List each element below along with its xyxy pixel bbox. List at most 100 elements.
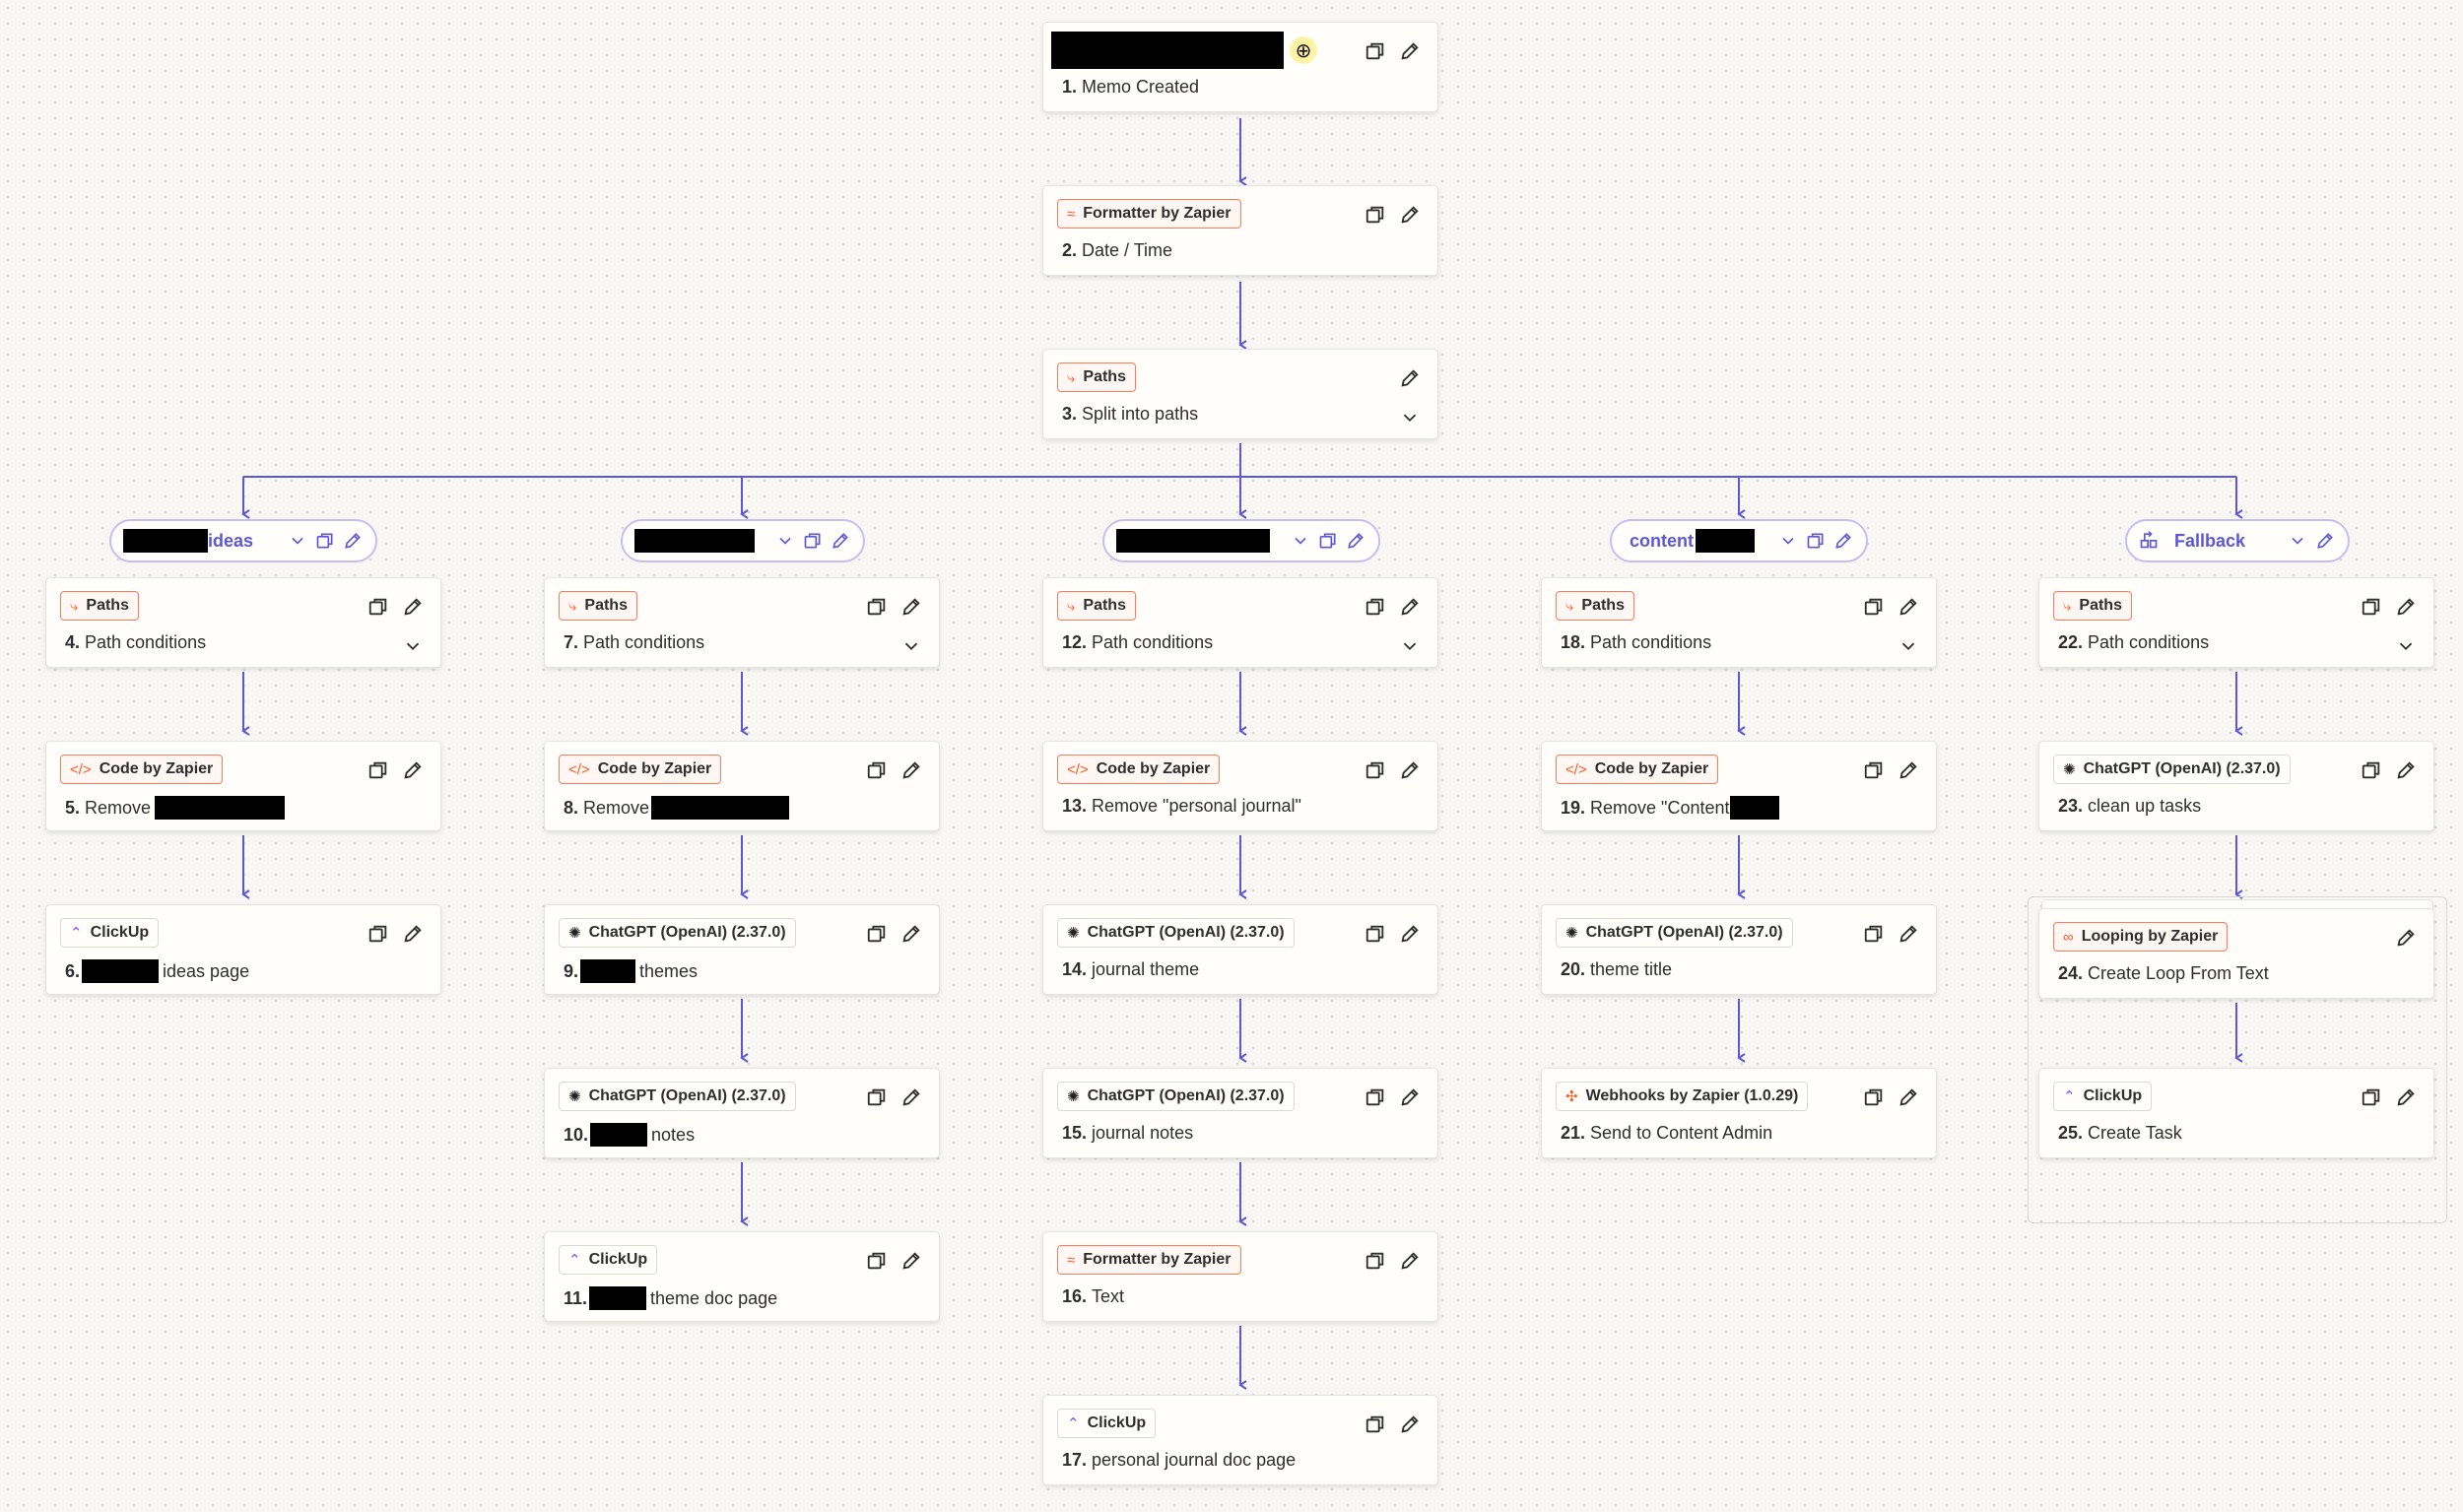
pencil-icon[interactable] xyxy=(1397,1412,1423,1437)
copy-icon[interactable] xyxy=(864,1085,890,1110)
copy-icon[interactable] xyxy=(2359,594,2384,620)
chevron-down-icon[interactable] xyxy=(1397,405,1423,430)
step-card-11[interactable]: ⌃ClickUp 11.theme doc page xyxy=(544,1231,940,1322)
pencil-icon[interactable] xyxy=(2393,594,2419,620)
copy-icon[interactable] xyxy=(864,594,890,620)
step-card-20[interactable]: ✺ChatGPT (OpenAI) (2.37.0) 20.theme titl… xyxy=(1541,904,1937,995)
copy-icon[interactable] xyxy=(314,530,336,552)
step-card-7[interactable]: ⤷Paths 7.Path conditions xyxy=(544,577,940,668)
path-pill-3[interactable] xyxy=(1102,519,1380,562)
step-card-2[interactable]: ≈Formatter by Zapier 2.Date / Time xyxy=(1042,185,1438,276)
step-card-18[interactable]: ⤷Paths 18.Path conditions xyxy=(1541,577,1937,668)
step-card-4[interactable]: ⤷Paths 4.Path conditions xyxy=(45,577,441,668)
copy-icon[interactable] xyxy=(864,757,890,783)
step-card-10[interactable]: ✺ChatGPT (OpenAI) (2.37.0) 10.notes xyxy=(544,1068,940,1158)
pencil-icon[interactable] xyxy=(400,757,426,783)
pencil-icon[interactable] xyxy=(342,530,364,552)
path-pill-2[interactable] xyxy=(621,519,865,562)
pencil-icon[interactable] xyxy=(1397,202,1423,228)
pencil-icon[interactable] xyxy=(1345,530,1366,552)
pencil-icon[interactable] xyxy=(1397,38,1423,64)
pencil-icon[interactable] xyxy=(1397,921,1423,947)
pencil-icon[interactable] xyxy=(899,921,924,947)
pencil-icon[interactable] xyxy=(1397,757,1423,783)
trigger-step-card[interactable]: ⊕ 1.Memo Created xyxy=(1042,22,1438,112)
chevron-down-icon[interactable] xyxy=(1397,633,1423,659)
pencil-icon[interactable] xyxy=(1832,530,1854,552)
copy-icon[interactable] xyxy=(2359,1085,2384,1110)
step-card-24[interactable]: ∞Looping by Zapier 24.Create Loop From T… xyxy=(2038,908,2434,999)
pencil-icon[interactable] xyxy=(899,594,924,620)
step-card-21[interactable]: ✣Webhooks by Zapier (1.0.29) 21.Send to … xyxy=(1541,1068,1937,1158)
step-card-16[interactable]: ≈Formatter by Zapier 16.Text xyxy=(1042,1231,1438,1322)
pencil-icon[interactable] xyxy=(1397,1248,1423,1274)
step-card-12[interactable]: ⤷Paths 12.Path conditions xyxy=(1042,577,1438,668)
pencil-icon[interactable] xyxy=(2393,925,2419,951)
step-card-13[interactable]: </>Code by Zapier 13.Remove "personal jo… xyxy=(1042,741,1438,831)
pencil-icon[interactable] xyxy=(400,921,426,947)
chevron-down-icon[interactable] xyxy=(1896,633,1921,659)
copy-icon[interactable] xyxy=(1363,38,1388,64)
copy-icon[interactable] xyxy=(1317,530,1339,552)
step-card-25[interactable]: ⌃ClickUp 25.Create Task xyxy=(2038,1068,2434,1158)
step-card-17[interactable]: ⌃ClickUp 17.personal journal doc page xyxy=(1042,1395,1438,1485)
step-card-9[interactable]: ✺ChatGPT (OpenAI) (2.37.0) 9.themes xyxy=(544,904,940,995)
pencil-icon[interactable] xyxy=(1896,757,1921,783)
step-card-19[interactable]: </>Code by Zapier 19.Remove "Content xyxy=(1541,741,1937,831)
copy-icon[interactable] xyxy=(2359,757,2384,783)
chevron-down-icon[interactable] xyxy=(1290,530,1311,552)
chevron-down-icon[interactable] xyxy=(899,633,924,659)
copy-icon[interactable] xyxy=(1861,921,1887,947)
pencil-icon[interactable] xyxy=(899,1248,924,1274)
copy-icon[interactable] xyxy=(1363,757,1388,783)
pencil-icon[interactable] xyxy=(899,757,924,783)
copy-icon[interactable] xyxy=(1363,202,1388,228)
pencil-icon[interactable] xyxy=(1896,921,1921,947)
copy-icon[interactable] xyxy=(1861,757,1887,783)
copy-icon[interactable] xyxy=(1363,1085,1388,1110)
pencil-icon[interactable] xyxy=(1397,594,1423,620)
app-badge: ✺ChatGPT (OpenAI) (2.37.0) xyxy=(1057,1082,1295,1111)
pencil-icon[interactable] xyxy=(830,530,851,552)
copy-icon[interactable] xyxy=(1805,530,1827,552)
chevron-down-icon[interactable] xyxy=(774,530,796,552)
step-card-5[interactable]: </>Code by Zapier 5.Remove xyxy=(45,741,441,831)
step-card-3[interactable]: ⤷Paths 3.Split into paths xyxy=(1042,349,1438,439)
copy-icon[interactable] xyxy=(1363,1248,1388,1274)
path-pill-fallback[interactable]: Fallback xyxy=(2125,519,2350,562)
copy-icon[interactable] xyxy=(1861,594,1887,620)
copy-icon[interactable] xyxy=(366,757,391,783)
pencil-icon[interactable] xyxy=(400,594,426,620)
pencil-icon[interactable] xyxy=(1896,594,1921,620)
copy-icon[interactable] xyxy=(1861,1085,1887,1110)
chevron-down-icon[interactable] xyxy=(400,633,426,659)
path-pill-ideas[interactable]: ideas xyxy=(109,519,377,562)
step-card-23[interactable]: ✺ChatGPT (OpenAI) (2.37.0) 23.clean up t… xyxy=(2038,741,2434,831)
pencil-icon[interactable] xyxy=(2393,757,2419,783)
step-card-14[interactable]: ✺ChatGPT (OpenAI) (2.37.0) 14.journal th… xyxy=(1042,904,1438,995)
step-card-15[interactable]: ✺ChatGPT (OpenAI) (2.37.0) 15.journal no… xyxy=(1042,1068,1438,1158)
step-card-22[interactable]: ⤷Paths 22.Path conditions xyxy=(2038,577,2434,668)
copy-icon[interactable] xyxy=(366,594,391,620)
pencil-icon[interactable] xyxy=(1397,365,1423,391)
copy-icon[interactable] xyxy=(1363,921,1388,947)
copy-icon[interactable] xyxy=(864,1248,890,1274)
plus-circle-icon[interactable]: ⊕ xyxy=(1290,36,1317,64)
pencil-icon[interactable] xyxy=(2393,1085,2419,1110)
pencil-icon[interactable] xyxy=(1397,1085,1423,1110)
pencil-icon[interactable] xyxy=(2314,530,2336,552)
pencil-icon[interactable] xyxy=(899,1085,924,1110)
copy-icon[interactable] xyxy=(802,530,824,552)
chevron-down-icon[interactable] xyxy=(287,530,308,552)
pencil-icon[interactable] xyxy=(1896,1085,1921,1110)
copy-icon[interactable] xyxy=(366,921,391,947)
copy-icon[interactable] xyxy=(864,921,890,947)
step-card-8[interactable]: </>Code by Zapier 8.Remove xyxy=(544,741,940,831)
path-pill-content[interactable]: content xyxy=(1610,519,1868,562)
chevron-down-icon[interactable] xyxy=(2393,633,2419,659)
copy-icon[interactable] xyxy=(1363,594,1388,620)
chevron-down-icon[interactable] xyxy=(1777,530,1799,552)
step-card-6[interactable]: ⌃ClickUp 6.ideas page xyxy=(45,904,441,995)
chevron-down-icon[interactable] xyxy=(2287,530,2308,552)
copy-icon[interactable] xyxy=(1363,1412,1388,1437)
